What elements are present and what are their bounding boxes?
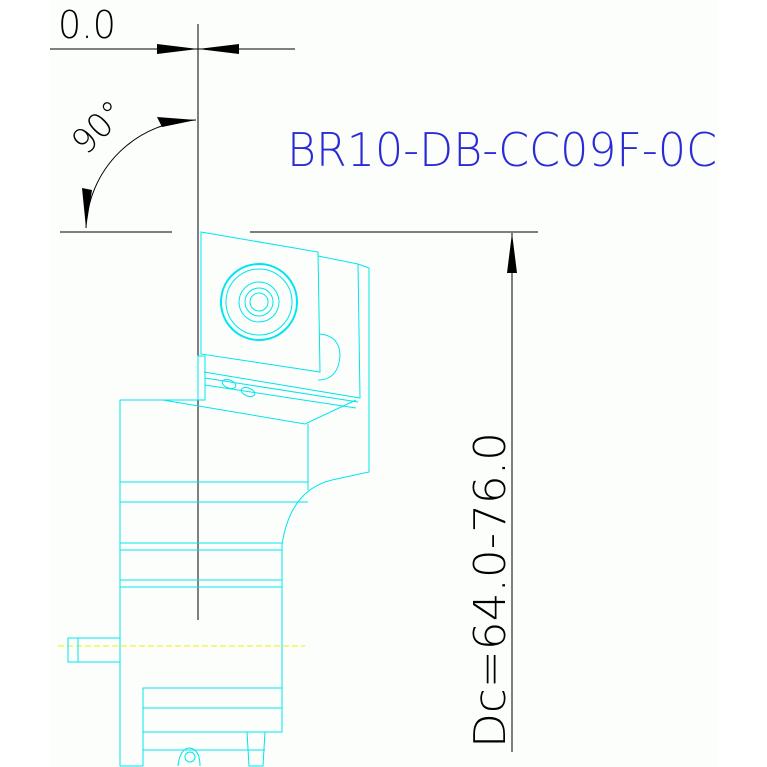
diameter-range-label: Dc=64.0-76.0 — [465, 432, 516, 748]
drawing-area — [50, 0, 718, 767]
dimension-arrows — [82, 44, 517, 273]
arrow-icon — [82, 188, 92, 228]
part-number-label: BR10-DB-CC09F-0C — [287, 123, 717, 177]
top-dimension-value: 0.0 — [58, 3, 116, 47]
arrow-icon — [198, 44, 239, 54]
tool-outline — [67, 231, 370, 767]
arrow-icon — [157, 44, 198, 54]
arrow-icon — [157, 117, 196, 127]
arrow-icon — [507, 233, 517, 273]
